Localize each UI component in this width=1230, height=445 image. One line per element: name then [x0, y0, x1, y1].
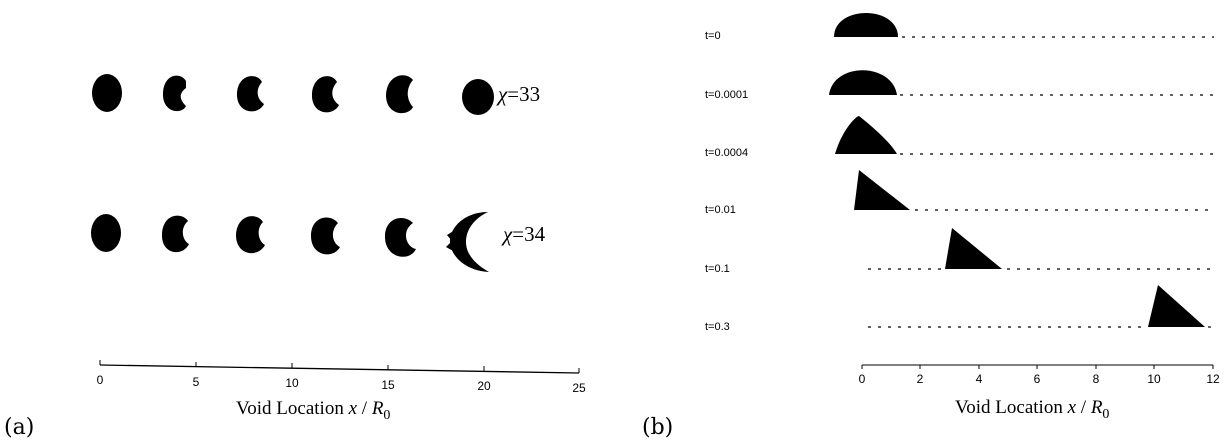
- void-cap: [1148, 285, 1205, 327]
- void-shape: [236, 216, 265, 254]
- time-label: t=0.0004: [705, 147, 749, 159]
- time-label: t=0.1: [705, 263, 730, 275]
- time-row: [829, 70, 1214, 96]
- axis-b-tick-label: 12: [1206, 372, 1220, 386]
- void-cap: [829, 70, 897, 95]
- axis-b-tick-label: 6: [1033, 372, 1041, 386]
- void-cap: [834, 13, 898, 37]
- time-label: t=0.01: [705, 204, 736, 216]
- void-row-chi-34: [91, 212, 489, 272]
- axis-b-title: Void Location x / R0: [955, 397, 1110, 422]
- axis-a-tick-label: 15: [381, 378, 395, 392]
- axis-b-tick-label: 10: [1147, 372, 1161, 386]
- axis-b-tick-label: 2: [916, 372, 924, 386]
- void-cap: [945, 228, 1002, 269]
- void-shape: [162, 75, 186, 112]
- void-shape: [91, 214, 121, 252]
- axis-b: [861, 364, 1214, 369]
- axis-a-title: Void Location x / R0: [236, 398, 391, 423]
- void-shape: [92, 74, 122, 112]
- void-cap: [854, 170, 910, 210]
- time-label: t=0.0001: [705, 89, 749, 101]
- panel-label-a: (a): [4, 415, 35, 440]
- void-shape: [311, 76, 339, 113]
- time-label: t=0.3: [705, 321, 730, 333]
- time-row: [835, 116, 1214, 155]
- void-crescent-edge: [446, 230, 455, 252]
- axis-b-tick-label: 8: [1092, 372, 1100, 386]
- chi-label-34: χ=34: [503, 222, 546, 246]
- time-row: [868, 285, 1216, 328]
- panel-label-b: (b): [642, 415, 674, 440]
- void-shape: [236, 76, 264, 112]
- void-crescent: [450, 212, 489, 272]
- void-row-chi-33: [92, 74, 494, 115]
- axis-b-tick-label: 4: [975, 372, 983, 386]
- axis-a-tick-label: 0: [96, 373, 104, 387]
- time-row: [868, 228, 1214, 270]
- axis-a-tick-label: 20: [477, 379, 491, 393]
- axis-a: [99, 360, 580, 374]
- void-shape: [386, 75, 413, 114]
- void-shape: [384, 218, 416, 257]
- void-shape: [311, 217, 340, 255]
- axis-line: [99, 364, 580, 374]
- time-row: [854, 170, 1214, 211]
- void-shape: [462, 79, 494, 115]
- void-shape: [161, 215, 189, 253]
- axis-b-tick-label: 0: [858, 372, 866, 386]
- time-rows: [829, 13, 1216, 328]
- time-row: [834, 13, 1214, 38]
- void-cap: [835, 116, 897, 154]
- axis-a-tick-label: 25: [572, 381, 586, 395]
- time-label: t=0: [705, 30, 721, 42]
- axis-a-tick-label: 10: [285, 376, 299, 390]
- chi-label-33: χ=33: [498, 82, 541, 106]
- axis-a-tick-label: 5: [192, 375, 200, 389]
